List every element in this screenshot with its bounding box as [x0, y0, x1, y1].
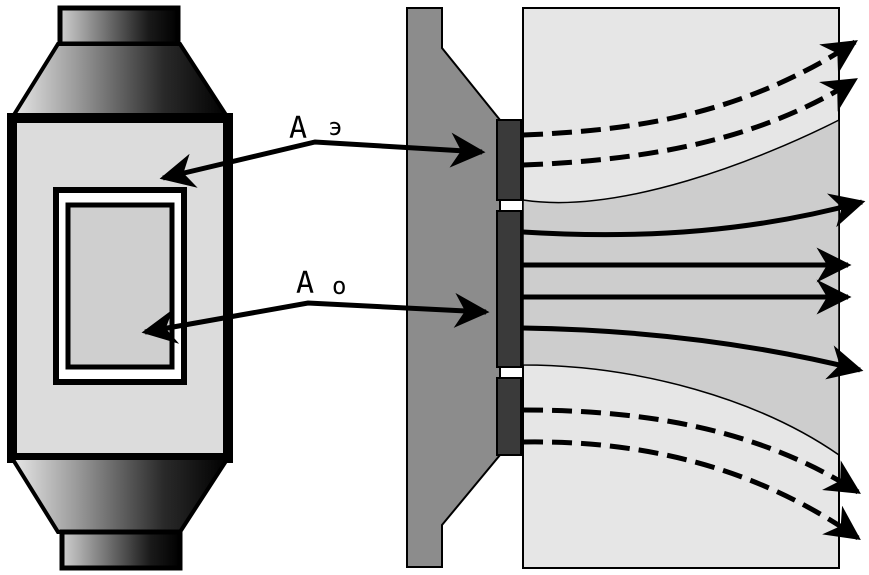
flow-line-dashed-4 [522, 439, 861, 541]
label-upper-sub: э [328, 113, 342, 141]
emitter-device [7, 5, 233, 571]
electrode-top [496, 119, 522, 201]
pointer-arrows [141, 132, 490, 344]
flow-line-dashed-1 [522, 39, 858, 138]
label-upper-main: А [289, 111, 307, 146]
beam-region [522, 118, 840, 457]
device-bottom-cap [59, 529, 183, 571]
device-top-cone [8, 42, 232, 120]
electrode-bottom [496, 377, 522, 456]
label-lower-main: А [296, 266, 314, 301]
flow-line-solid-1 [522, 193, 866, 238]
flow-line-solid-4 [522, 325, 864, 380]
flow-line-dashed-2 [522, 77, 858, 168]
device-window-inner [65, 202, 175, 370]
pointer-upper [159, 132, 486, 188]
plate-body [406, 7, 501, 568]
flow-line-dashed-3 [522, 407, 861, 495]
pointer-lower [141, 292, 490, 344]
electrode-middle [496, 210, 522, 368]
label-lower-sub: о [332, 272, 346, 300]
device-bottom-cone [8, 456, 232, 534]
flow-arrows [522, 39, 866, 541]
device-top-cap [57, 5, 181, 47]
